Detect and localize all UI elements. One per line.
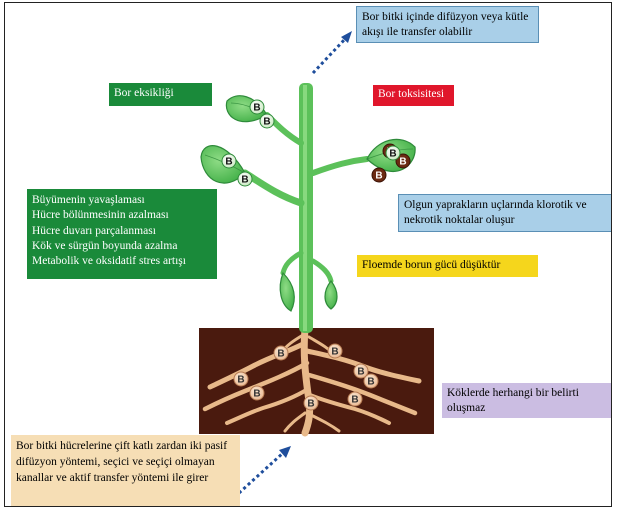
svg-text:B: B [277,349,284,360]
mature-leaves-label: Olgun yaprakların uçlarında klorotik ve … [398,194,611,232]
boron-dot-leaf: B [259,113,275,129]
deficiency-effect: Hücre bölünmesinin azalması [32,209,169,222]
boron-dot-leaf: B [221,153,237,169]
boron-dot-root: B [273,345,289,361]
svg-text:B: B [253,389,260,400]
svg-text:B: B [351,395,358,406]
boron-dot-root: B [233,371,249,387]
svg-text:B: B [357,367,364,378]
deficiency-effect: Büyümenin yavaşlaması [32,194,145,206]
boron-dot-leaf: B [249,99,265,115]
roots-label: Köklerde herhangi bir belirti oluşmaz [442,383,611,418]
deficiency-effect: Metabolik ve oksidatif stres artışı [32,255,186,268]
leaf-lower-right [324,280,338,310]
boron-dot-leaf: B [237,171,253,187]
svg-text:B: B [331,347,338,358]
deficiency-effect: Hücre duvarı parçalanması [32,224,156,237]
boron-dot-toxic-leaf: B [395,153,411,169]
svg-text:B: B [253,103,260,114]
deficiency-effects-list: Büyümenin yavaşlaması Hücre bölünmesinin… [27,189,217,279]
deficiency-effect: Kök ve sürgün boyunda azalma [32,239,178,252]
boron-dot-root: B [249,385,265,401]
svg-text:B: B [225,157,232,168]
boron-dot-toxic-leaf: B [371,167,387,183]
uptake-arrow [237,446,291,495]
boron-dot-root: B [303,395,319,411]
toxicity-title: Bor toksisitesi [373,85,454,106]
stem [299,83,313,333]
deficiency-title: Bor eksikliği [109,83,212,106]
svg-text:B: B [375,171,382,182]
svg-text:B: B [399,157,406,168]
boron-dot-leaf: B [385,145,401,161]
phloem-label: Floemde borun gücü düşüktür [357,255,538,277]
uptake-label: Bor bitki hücrelerine çift katlı zardan … [11,435,240,506]
svg-text:B: B [263,117,270,128]
leaves [200,95,416,312]
svg-text:B: B [367,377,374,388]
svg-text:B: B [241,175,248,186]
boron-dot-root: B [363,373,379,389]
leaf-lower-left [279,271,295,312]
boron-dot-root: B [327,343,343,359]
svg-text:B: B [389,149,396,160]
boron-dot-root: B [347,391,363,407]
boron-dot-root: B [353,363,369,379]
transport-label: Bor bitki içinde difüzyon veya kütle akı… [356,6,539,43]
svg-text:B: B [307,399,314,410]
svg-text:B: B [237,375,244,386]
transport-arrow [311,31,352,75]
